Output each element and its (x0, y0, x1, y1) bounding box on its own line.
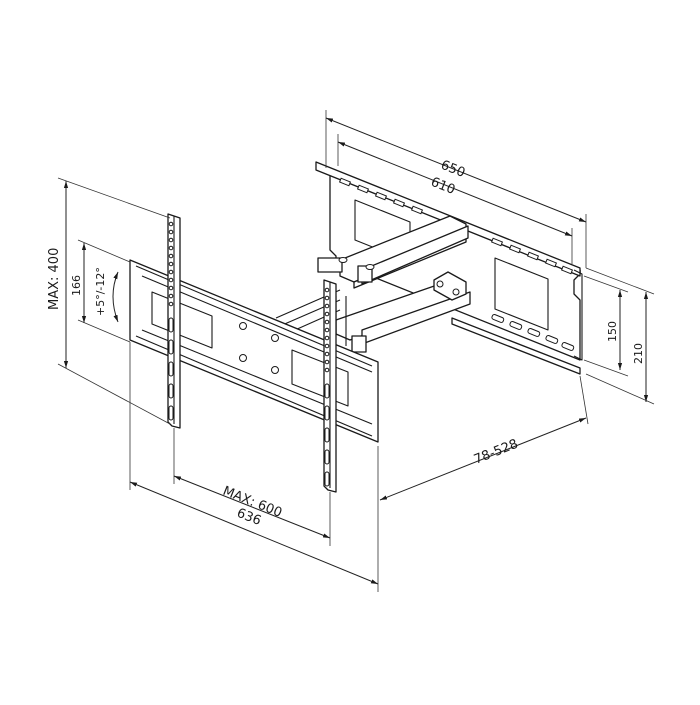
wall-plate-slots-bottom (491, 314, 575, 351)
dimension-150: 150 (583, 275, 629, 377)
label-78-528: 78-528 (472, 437, 520, 468)
label-150: 150 (606, 321, 619, 342)
vertical-tv-arm-left (167, 213, 181, 429)
label-610: 610 (429, 175, 458, 198)
label-166: 166 (70, 275, 83, 296)
dimension-max-600: MAX: 600 (173, 428, 331, 546)
label-max-400: MAX: 400 (47, 248, 62, 310)
dimension-78-528: 78-528 (379, 375, 589, 501)
label-210: 210 (632, 343, 645, 364)
dimension-166: 166 (70, 239, 131, 343)
dimension-tilt: +5°/-12° (94, 267, 119, 323)
tv-bracket (129, 259, 379, 443)
dimension-max-400: MAX: 400 (47, 177, 171, 425)
label-tilt: +5°/-12° (94, 267, 107, 316)
dimension-210: 210 (585, 267, 655, 405)
vertical-tv-arm-right (323, 279, 337, 493)
